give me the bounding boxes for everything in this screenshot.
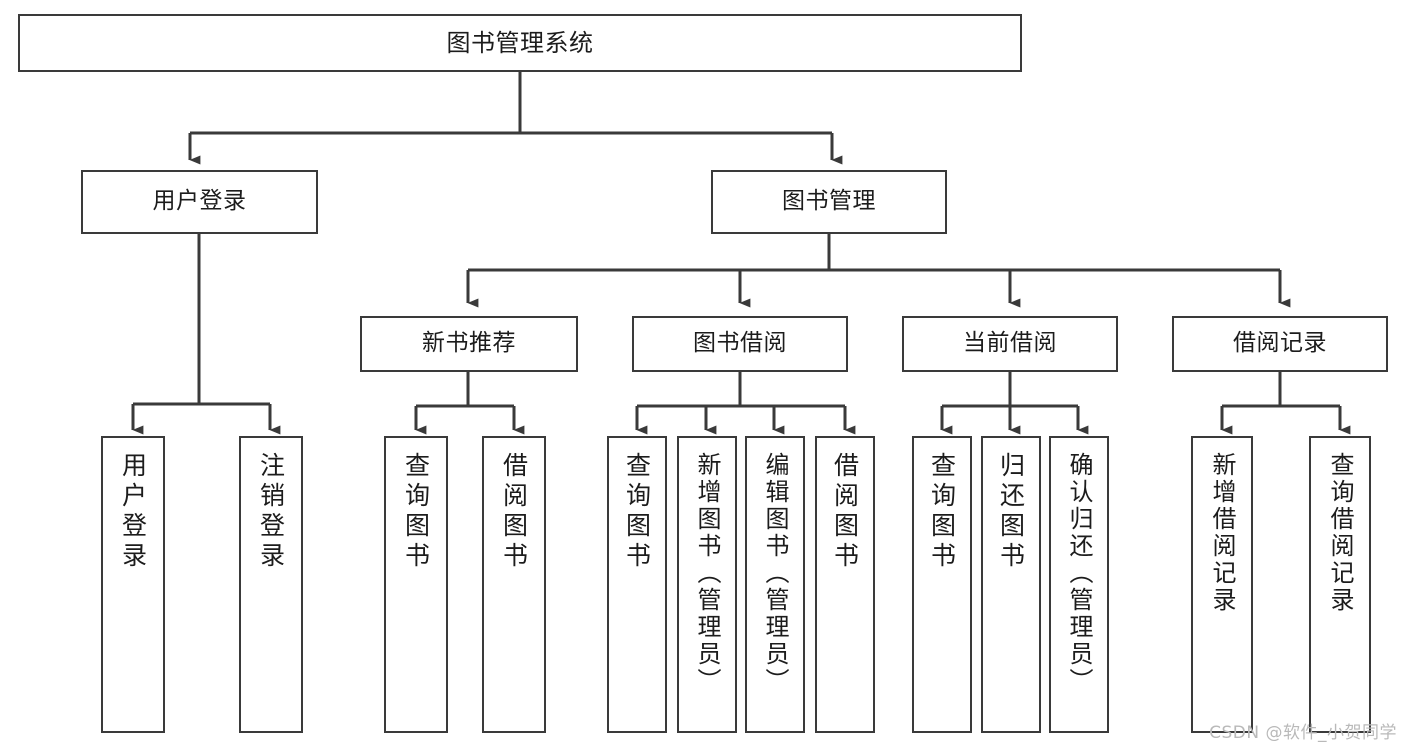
node-leaf-query-book-1[interactable]: 查询图书 <box>384 436 448 733</box>
node-leaf-user-login-label: 用户登录 <box>118 452 148 572</box>
node-book-borrow[interactable]: 图书借阅 <box>632 316 848 372</box>
node-leaf-add-record-label: 新增借阅记录 <box>1208 452 1236 614</box>
node-new-book-recommend-label: 新书推荐 <box>422 330 516 357</box>
node-borrow-record-label: 借阅记录 <box>1233 330 1327 357</box>
node-leaf-query-book-3-label: 查询图书 <box>927 452 957 572</box>
node-leaf-edit-book-label: 编辑图书（管理员） <box>761 452 789 695</box>
node-user-login-label: 用户登录 <box>152 188 247 215</box>
node-user-login[interactable]: 用户登录 <box>81 170 318 234</box>
node-leaf-add-book[interactable]: 新增图书（管理员） <box>677 436 737 733</box>
node-leaf-query-book-1-label: 查询图书 <box>401 452 431 572</box>
node-leaf-query-book-3[interactable]: 查询图书 <box>912 436 972 733</box>
node-new-book-recommend[interactable]: 新书推荐 <box>360 316 578 372</box>
node-leaf-borrow-book-1-label: 借阅图书 <box>499 452 529 572</box>
node-leaf-add-book-label: 新增图书（管理员） <box>693 452 721 695</box>
node-leaf-confirm-return-label: 确认归还（管理员） <box>1065 452 1093 695</box>
node-leaf-borrow-book-1[interactable]: 借阅图书 <box>482 436 546 733</box>
node-leaf-return-book-label: 归还图书 <box>996 452 1026 572</box>
node-book-manage-label: 图书管理 <box>782 188 876 215</box>
node-leaf-logout-login-label: 注销登录 <box>256 452 286 572</box>
node-leaf-borrow-book-2-label: 借阅图书 <box>830 452 860 572</box>
node-leaf-logout-login[interactable]: 注销登录 <box>239 436 303 733</box>
node-book-borrow-label: 图书借阅 <box>693 330 787 357</box>
node-leaf-user-login[interactable]: 用户登录 <box>101 436 165 733</box>
node-leaf-borrow-book-2[interactable]: 借阅图书 <box>815 436 875 733</box>
node-leaf-edit-book[interactable]: 编辑图书（管理员） <box>745 436 805 733</box>
node-root-label: 图书管理系统 <box>446 28 594 57</box>
node-leaf-query-book-2-label: 查询图书 <box>622 452 652 572</box>
watermark: CSDN @软件_小贺同学 <box>1209 723 1397 743</box>
node-leaf-query-record[interactable]: 查询借阅记录 <box>1309 436 1371 733</box>
node-leaf-query-book-2[interactable]: 查询图书 <box>607 436 667 733</box>
node-leaf-query-record-label: 查询借阅记录 <box>1326 452 1354 614</box>
node-leaf-return-book[interactable]: 归还图书 <box>981 436 1041 733</box>
node-root[interactable]: 图书管理系统 <box>18 14 1022 72</box>
node-borrow-record[interactable]: 借阅记录 <box>1172 316 1388 372</box>
node-current-borrow-label: 当前借阅 <box>963 330 1057 357</box>
node-leaf-confirm-return[interactable]: 确认归还（管理员） <box>1049 436 1109 733</box>
node-leaf-add-record[interactable]: 新增借阅记录 <box>1191 436 1253 733</box>
node-book-manage[interactable]: 图书管理 <box>711 170 947 234</box>
node-current-borrow[interactable]: 当前借阅 <box>902 316 1118 372</box>
